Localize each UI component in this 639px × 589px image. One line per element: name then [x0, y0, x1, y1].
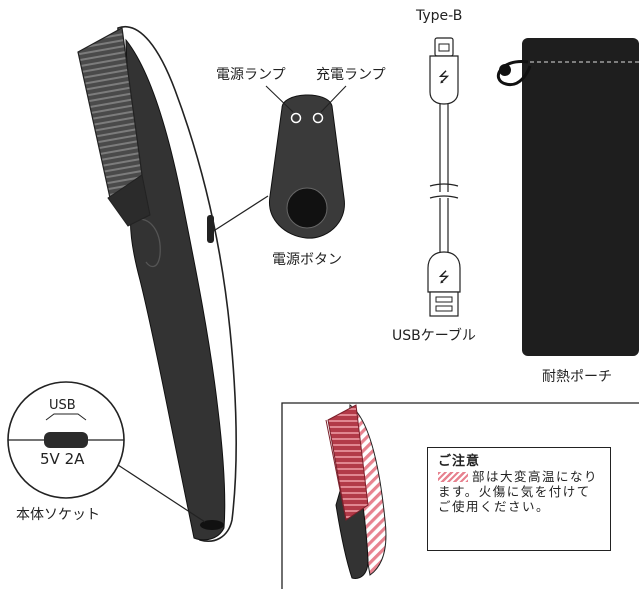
power-button-icon	[286, 187, 328, 229]
leader-line-power-button	[211, 195, 269, 233]
svg-text:⭍: ⭍	[438, 270, 450, 286]
hot-area-swatch	[438, 472, 468, 482]
label-socket-usb: USB	[49, 398, 76, 413]
charge-lamp-dot	[312, 112, 324, 124]
label-power-lamp: 電源ランプ	[216, 67, 286, 83]
pouch-body	[522, 38, 639, 356]
usb-socket-icon	[44, 432, 88, 448]
label-type-b: Type-B	[416, 8, 463, 24]
label-socket-spec: 5V 2A	[40, 450, 85, 468]
label-socket-caption: 本体ソケット	[16, 507, 100, 523]
label-pouch: 耐熱ポーチ	[542, 369, 612, 385]
socket-zoom	[7, 381, 206, 523]
heat-warning-inset	[281, 402, 639, 589]
caution-body: 部は大変高温になります。火傷に気を付けてご使用ください。	[438, 469, 599, 514]
usb-cable: ⭍ ⭍	[427, 37, 461, 317]
power-lamp-dot	[290, 112, 302, 124]
caution-notice: ご注意 部は大変高温になります。火傷に気を付けてご使用ください。	[427, 447, 611, 551]
hair-brush-device	[77, 25, 238, 542]
usb-icon: ⭍	[438, 70, 450, 86]
label-power-button: 電源ボタン	[272, 252, 342, 268]
hot-comb-teeth	[327, 404, 369, 521]
label-usb-cable: USBケーブル	[392, 328, 476, 344]
device-side-button	[207, 215, 214, 243]
power-button-detail	[269, 94, 345, 239]
caution-title: ご注意	[438, 454, 481, 469]
label-charge-lamp: 充電ランプ	[316, 67, 386, 83]
heat-resistant-pouch	[496, 38, 639, 356]
